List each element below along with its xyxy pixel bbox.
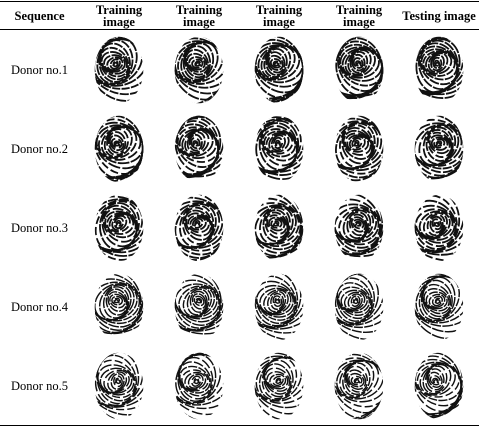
training-image-cell	[79, 109, 159, 188]
testing-image-cell	[399, 267, 479, 346]
header-training-image-4: Training image	[319, 1, 399, 30]
testing-image-cell	[399, 346, 479, 426]
training-image-cell	[239, 109, 319, 188]
training-image-cell	[239, 30, 319, 110]
donor-label: Donor no.5	[0, 346, 79, 426]
fingerprint-icon	[94, 352, 144, 419]
training-image-cell	[159, 267, 239, 346]
fingerprint-icon	[414, 352, 464, 418]
table-row: Donor no.1	[0, 30, 479, 110]
training-image-cell	[319, 188, 399, 267]
testing-image-cell	[399, 30, 479, 110]
training-image-cell	[239, 346, 319, 426]
training-image-cell	[319, 346, 399, 426]
fingerprint-icon	[174, 194, 224, 261]
training-image-cell	[319, 109, 399, 188]
training-image-cell	[79, 267, 159, 346]
table-row: Donor no.3	[0, 188, 479, 267]
fingerprint-icon	[334, 115, 384, 181]
testing-image-cell	[399, 109, 479, 188]
fingerprint-icon	[254, 273, 304, 340]
training-image-cell	[159, 346, 239, 426]
testing-image-cell	[399, 188, 479, 267]
training-image-cell	[79, 188, 159, 267]
training-image-cell	[159, 188, 239, 267]
fingerprint-icon	[94, 115, 144, 182]
fingerprint-icon	[254, 36, 304, 103]
fingerprint-icon	[254, 352, 304, 419]
donor-label: Donor no.2	[11, 141, 68, 156]
fingerprint-icon	[414, 194, 464, 261]
table-row: Donor no.4	[0, 267, 479, 346]
header-training-image-1: Training image	[79, 1, 159, 30]
fingerprint-icon	[94, 194, 144, 261]
training-image-cell	[319, 30, 399, 110]
fingerprint-icon	[254, 115, 304, 180]
table-row: Donor no.5	[0, 346, 479, 426]
fingerprint-icon	[334, 36, 384, 99]
training-image-cell	[159, 30, 239, 110]
fingerprint-icon	[94, 273, 144, 334]
training-image-cell	[239, 188, 319, 267]
fingerprint-icon	[334, 352, 384, 419]
fingerprint-icon	[174, 273, 224, 335]
header-training-image-3: Training image	[239, 1, 319, 30]
donor-label: Donor no.1	[11, 62, 68, 77]
training-image-cell	[239, 267, 319, 346]
training-image-cell	[79, 30, 159, 110]
training-image-cell	[79, 346, 159, 426]
fingerprint-icon	[254, 194, 304, 258]
fingerprint-icon	[174, 115, 224, 178]
training-image-cell	[319, 267, 399, 346]
header-row: Sequence Training image Training image T…	[0, 1, 479, 30]
fingerprint-icon	[414, 36, 464, 99]
fingerprint-icon	[174, 36, 224, 103]
fingerprint-icon	[414, 273, 464, 340]
table-header: Sequence Training image Training image T…	[0, 1, 479, 30]
header-testing-image: Testing image	[399, 1, 479, 30]
header-training-image-2: Training image	[159, 1, 239, 30]
donor-label: Donor no.4	[11, 299, 68, 314]
fingerprint-icon	[174, 352, 224, 419]
header-sequence: Sequence	[0, 1, 79, 30]
training-image-cell	[159, 109, 239, 188]
donor-label: Donor no.3	[11, 220, 68, 235]
fingerprint-icon	[334, 194, 384, 257]
fingerprint-icon	[94, 36, 144, 103]
fingerprint-icon	[334, 273, 384, 340]
table-row: Donor no.2	[0, 109, 479, 188]
fingerprint-icon	[414, 115, 464, 179]
